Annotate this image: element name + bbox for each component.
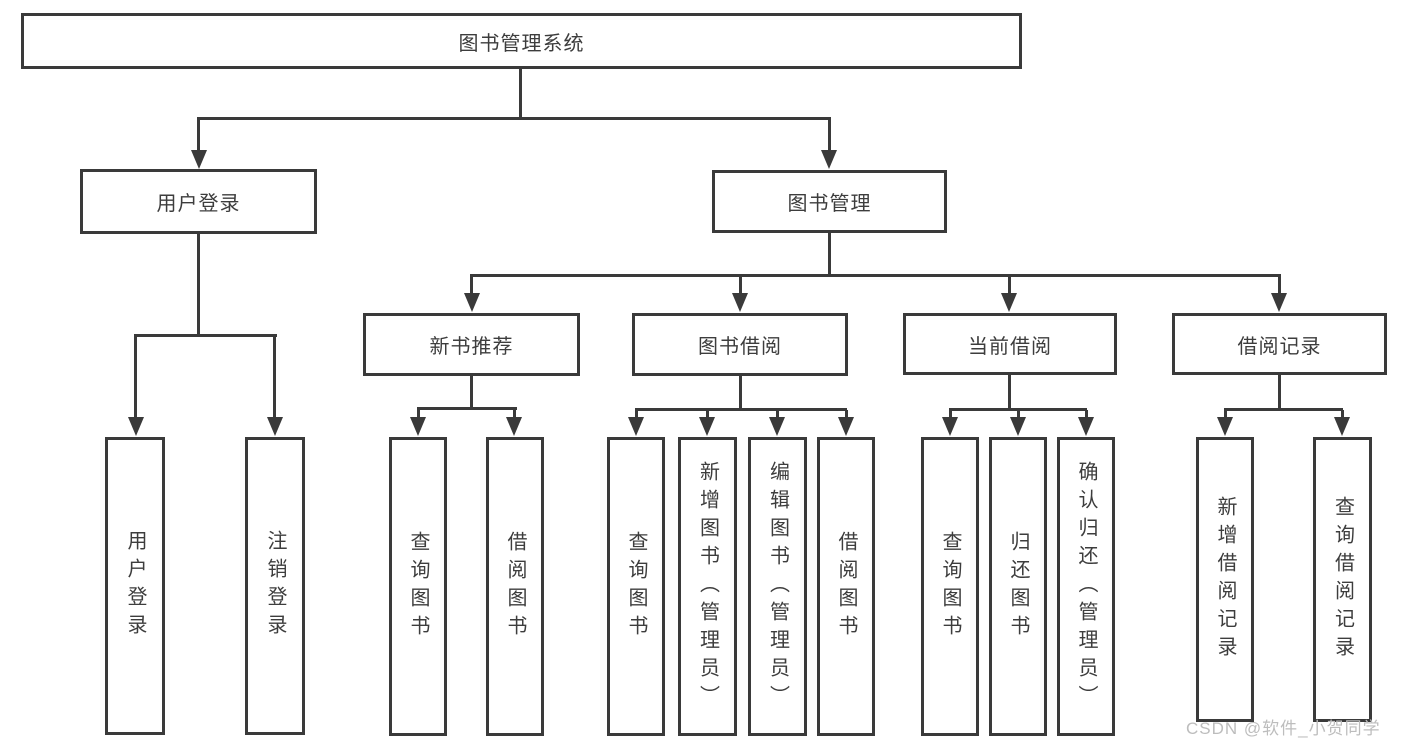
connector-line <box>417 409 420 417</box>
leaf-current-confirm-return-admin: 确认归还（管理员） <box>1057 437 1115 736</box>
node-user-login: 用户登录 <box>80 169 317 234</box>
leaf-borrow-query-book: 查询图书 <box>607 437 665 736</box>
leaf-borrow-add-book-admin: 新增图书（管理员） <box>678 437 737 736</box>
arrowhead-down <box>1334 417 1350 436</box>
connector-line <box>1278 277 1281 293</box>
connector-line <box>1085 410 1088 417</box>
arrowhead-down <box>1217 417 1233 436</box>
connector-line <box>513 409 516 417</box>
connector-line <box>1017 410 1020 417</box>
node-current-borrow: 当前借阅 <box>903 313 1117 375</box>
connector-line <box>519 69 522 117</box>
connector-line <box>1224 410 1227 417</box>
arrowhead-down <box>267 417 283 436</box>
leaf-logout: 注销登录 <box>245 437 305 735</box>
node-new-book-recommend: 新书推荐 <box>363 313 580 376</box>
arrowhead-down <box>410 417 426 436</box>
connector-line <box>134 336 137 417</box>
connector-line <box>470 376 473 407</box>
connector-line <box>197 117 831 120</box>
arrowhead-down <box>506 417 522 436</box>
connector-line <box>1008 375 1011 408</box>
connector-line <box>1341 410 1344 417</box>
arrowhead-down <box>699 417 715 436</box>
leaf-current-query-book: 查询图书 <box>921 437 979 736</box>
node-book-management: 图书管理 <box>712 170 947 233</box>
connector-line <box>828 233 831 274</box>
connector-line <box>470 274 1281 277</box>
leaf-recommend-query-book: 查询图书 <box>389 437 447 736</box>
leaf-recommend-borrow-book: 借阅图书 <box>486 437 544 736</box>
arrowhead-down <box>628 417 644 436</box>
node-borrow-records: 借阅记录 <box>1172 313 1387 375</box>
connector-line <box>949 410 952 417</box>
leaf-current-return-book: 归还图书 <box>989 437 1047 736</box>
connector-line <box>739 376 742 408</box>
arrowhead-down <box>464 293 480 312</box>
arrowhead-down <box>942 417 958 436</box>
node-book-borrow: 图书借阅 <box>632 313 848 376</box>
connector-line <box>635 410 638 417</box>
connector-line <box>776 410 779 417</box>
connector-line <box>635 408 847 411</box>
csdn-watermark: CSDN @软件_小贺同学 <box>1186 719 1381 738</box>
connector-line <box>470 277 473 293</box>
node-root-system: 图书管理系统 <box>21 13 1022 69</box>
arrowhead-down <box>769 417 785 436</box>
leaf-records-add-record: 新增借阅记录 <box>1196 437 1254 722</box>
arrowhead-down <box>128 417 144 436</box>
connector-line <box>845 410 848 417</box>
connector-line <box>949 408 1087 411</box>
connector-line <box>134 334 277 337</box>
leaf-borrow-borrow-book: 借阅图书 <box>817 437 875 736</box>
arrowhead-down <box>1010 417 1026 436</box>
connector-line <box>1008 277 1011 293</box>
arrowhead-down <box>191 150 207 169</box>
connector-line <box>1224 408 1343 411</box>
arrowhead-down <box>821 150 837 169</box>
arrowhead-down <box>732 293 748 312</box>
leaf-user-login: 用户登录 <box>105 437 165 735</box>
connector-line <box>197 119 200 151</box>
connector-line <box>1278 375 1281 408</box>
arrowhead-down <box>1078 417 1094 436</box>
connector-line <box>417 407 517 410</box>
arrowhead-down <box>1001 293 1017 312</box>
arrowhead-down <box>838 417 854 436</box>
leaf-records-query-record: 查询借阅记录 <box>1313 437 1372 722</box>
connector-line <box>828 119 831 151</box>
connector-line <box>197 234 200 334</box>
arrowhead-down <box>1271 293 1287 312</box>
leaf-borrow-edit-book-admin: 编辑图书（管理员） <box>748 437 807 736</box>
connector-line <box>273 336 276 417</box>
connector-line <box>739 277 742 293</box>
connector-line <box>706 410 709 417</box>
